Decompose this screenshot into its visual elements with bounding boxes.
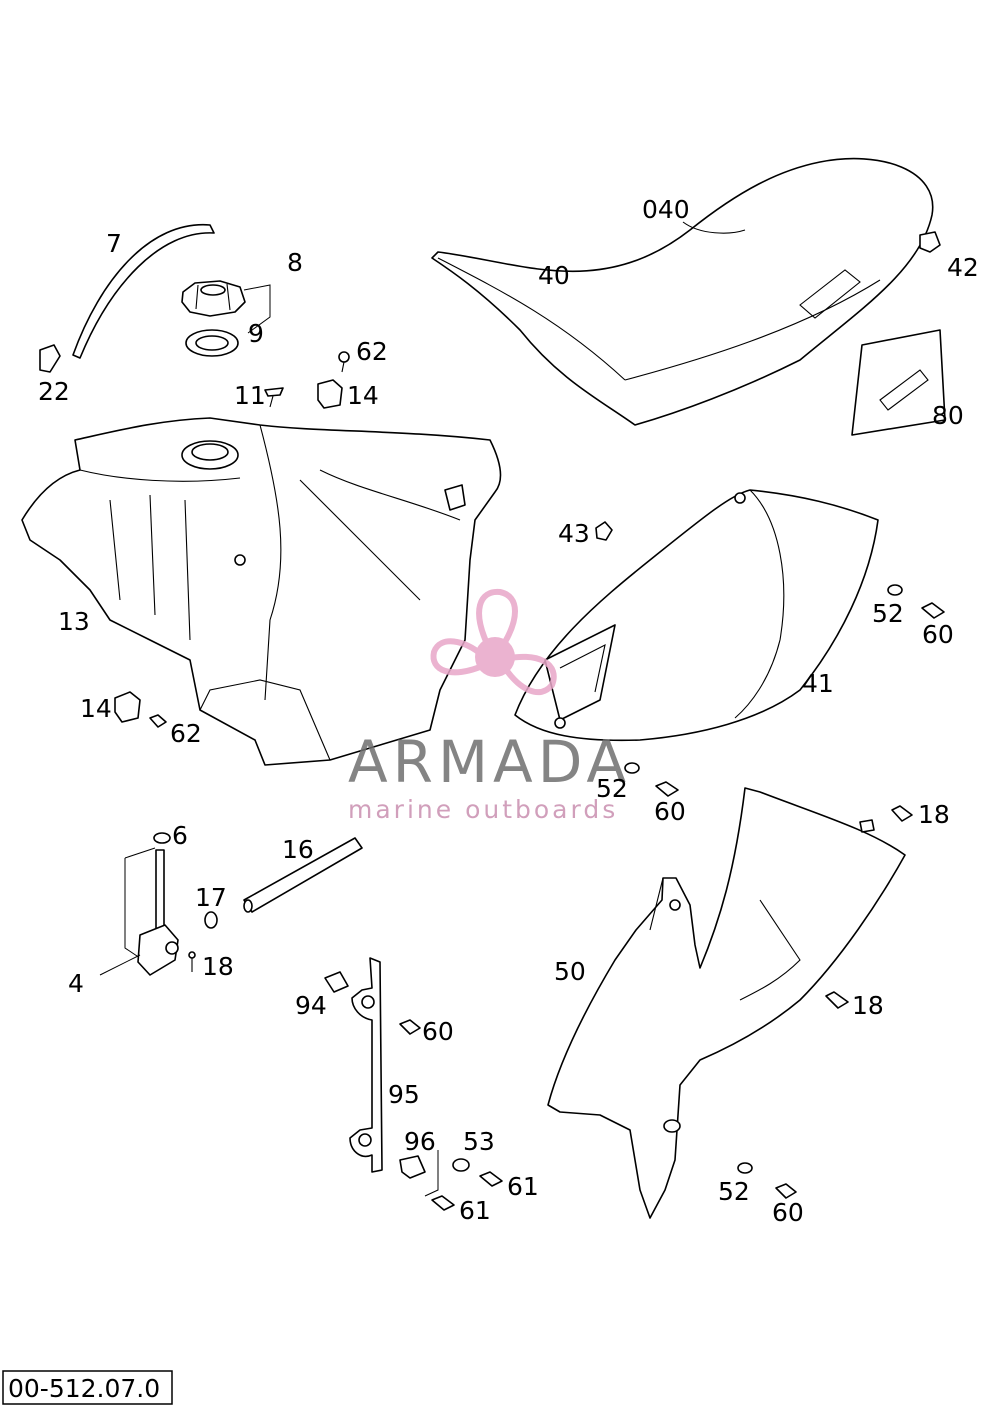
- bolt-61-lower: [431, 1195, 455, 1211]
- callout-62-bottom: 62: [170, 719, 202, 748]
- clip-96: [399, 1155, 426, 1179]
- callout-40: 40: [538, 261, 570, 290]
- breather-tube: [243, 837, 363, 913]
- callout-18-left: 18: [202, 952, 234, 981]
- callout-61-lower: 61: [459, 1196, 491, 1225]
- cap-gasket: [185, 329, 239, 357]
- watermark-tagline: marine outboards: [348, 795, 618, 824]
- bolt-60-mid: [655, 781, 679, 797]
- callout-16: 16: [282, 835, 314, 864]
- callout-52-lower: 52: [718, 1177, 750, 1206]
- rubber-grommet-14-top: [317, 379, 343, 409]
- bolt-60-right: [921, 602, 945, 619]
- fuel-tap: [99, 849, 179, 976]
- fuel-cap: [181, 280, 246, 317]
- callout-60-mid: 60: [654, 797, 686, 826]
- drawing-code-text: 00-512.07.0: [8, 1374, 160, 1403]
- callout-61-right: 61: [507, 1172, 539, 1201]
- watermark: ARMADA marine outboards: [348, 588, 631, 824]
- fuel-tank: [21, 417, 502, 766]
- drawing-code: 00-512.07.0: [2, 1370, 173, 1405]
- washer-53: [452, 1158, 470, 1172]
- bolt-18-mid-right: [825, 991, 849, 1009]
- callout-6: 6: [172, 821, 188, 850]
- bolt-61-right: [479, 1171, 503, 1187]
- callout-95: 95: [388, 1080, 420, 1109]
- callout-7: 7: [106, 229, 122, 258]
- hose-fitting: [39, 344, 61, 373]
- callout-4: 4: [68, 969, 84, 998]
- bolt-18-top-right: [891, 805, 913, 822]
- washer-52-right: [887, 584, 903, 596]
- callout-11: 11: [234, 381, 266, 410]
- callout-14-top: 14: [347, 381, 379, 410]
- callout-43: 43: [558, 519, 590, 548]
- callout-41: 41: [802, 669, 834, 698]
- callouts: 7 8 9 22 62 11 14 040 40 42 80 13 43 52 …: [38, 195, 979, 1227]
- washer-43: [595, 521, 613, 541]
- seat: [431, 157, 941, 426]
- bracket-95: [349, 957, 383, 1173]
- propeller-logo-icon: [430, 588, 557, 696]
- callout-60-bracket: 60: [422, 1017, 454, 1046]
- callout-52-mid: 52: [596, 774, 628, 803]
- callout-18-mid-right: 18: [852, 991, 884, 1020]
- callout-9: 9: [248, 319, 264, 348]
- callout-80: 80: [932, 401, 964, 430]
- seat-logo: [799, 269, 861, 319]
- callout-94: 94: [295, 991, 327, 1020]
- callout-18-top-right: 18: [918, 800, 950, 829]
- bolt-62-top: [338, 351, 350, 373]
- o-ring-6: [153, 832, 171, 844]
- callout-50: 50: [554, 957, 586, 986]
- spacer-94: [324, 971, 349, 993]
- callout-13: 13: [58, 607, 90, 636]
- callout-53: 53: [463, 1127, 495, 1156]
- fuel-hose: [72, 224, 215, 359]
- callout-040: 040: [642, 195, 690, 224]
- callout-52-right: 52: [872, 599, 904, 628]
- callout-60-lower: 60: [772, 1198, 804, 1227]
- washer-52-lower: [737, 1162, 753, 1174]
- callout-96: 96: [404, 1127, 436, 1156]
- side-panel-50: [547, 787, 906, 1219]
- callout-60-right: 60: [922, 620, 954, 649]
- bolt-60-lower: [775, 1183, 797, 1199]
- callout-42: 42: [947, 253, 979, 282]
- callout-62-top: 62: [356, 337, 388, 366]
- bolt-62-bottom: [149, 714, 167, 728]
- bolt-11: [264, 387, 284, 408]
- callout-8: 8: [287, 248, 303, 277]
- screw-18-left: [188, 951, 196, 972]
- ktm-sticker: [851, 329, 946, 436]
- watermark-brand: ARMADA: [348, 728, 631, 796]
- callout-22: 22: [38, 377, 70, 406]
- hose-clamp-17: [204, 911, 218, 929]
- washer-52-mid: [624, 762, 640, 774]
- callout-14-bottom: 14: [80, 694, 112, 723]
- callout-17: 17: [195, 883, 227, 912]
- side-panel-41: [514, 489, 879, 742]
- rubber-grommet-14-bottom: [114, 691, 141, 723]
- bolt-60-bracket: [399, 1019, 421, 1035]
